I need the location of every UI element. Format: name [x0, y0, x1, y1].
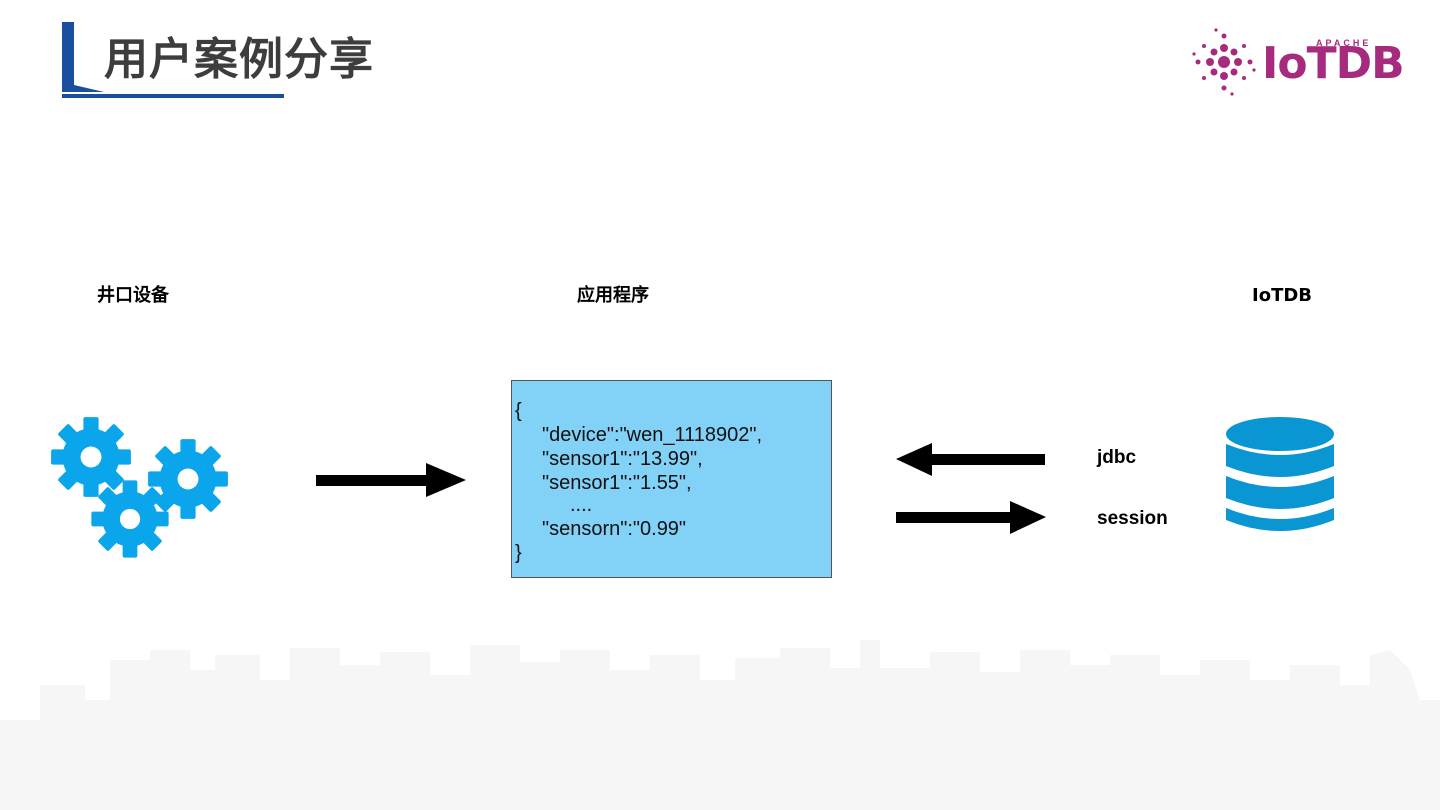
arrow-left-icon	[896, 443, 1045, 476]
database-icon	[1226, 417, 1334, 531]
logo-name-text: IoTDB	[1262, 38, 1405, 89]
logo-apache-text: APACHE	[1316, 38, 1372, 48]
json-line: {	[515, 400, 522, 422]
json-line: ....	[570, 494, 593, 516]
label-iotdb: IoTDB	[1252, 285, 1313, 306]
json-line: }	[515, 542, 522, 564]
arrow-right-icon	[316, 463, 466, 497]
arrow-right-icon	[896, 501, 1046, 534]
json-line: "sensor1":"13.99",	[542, 448, 703, 470]
gears-icon	[51, 417, 228, 558]
title-accent-mark	[62, 22, 284, 98]
skyline-background	[0, 640, 1440, 810]
page-title: 用户案例分享	[104, 34, 374, 85]
protocol-label-session: session	[1097, 508, 1168, 529]
json-line: "sensor1":"1.55",	[542, 472, 692, 494]
label-well-device: 井口设备	[97, 285, 169, 306]
protocol-label-jdbc: jdbc	[1097, 447, 1137, 468]
label-application: 应用程序	[577, 285, 649, 306]
json-line: "device":"wen_1118902",	[542, 424, 763, 446]
json-payload-box: { "device":"wen_1118902", "sensor1":"13.…	[511, 380, 832, 578]
json-line: "sensorn":"0.99"	[542, 518, 687, 540]
iotdb-logo-icon	[1192, 28, 1256, 96]
